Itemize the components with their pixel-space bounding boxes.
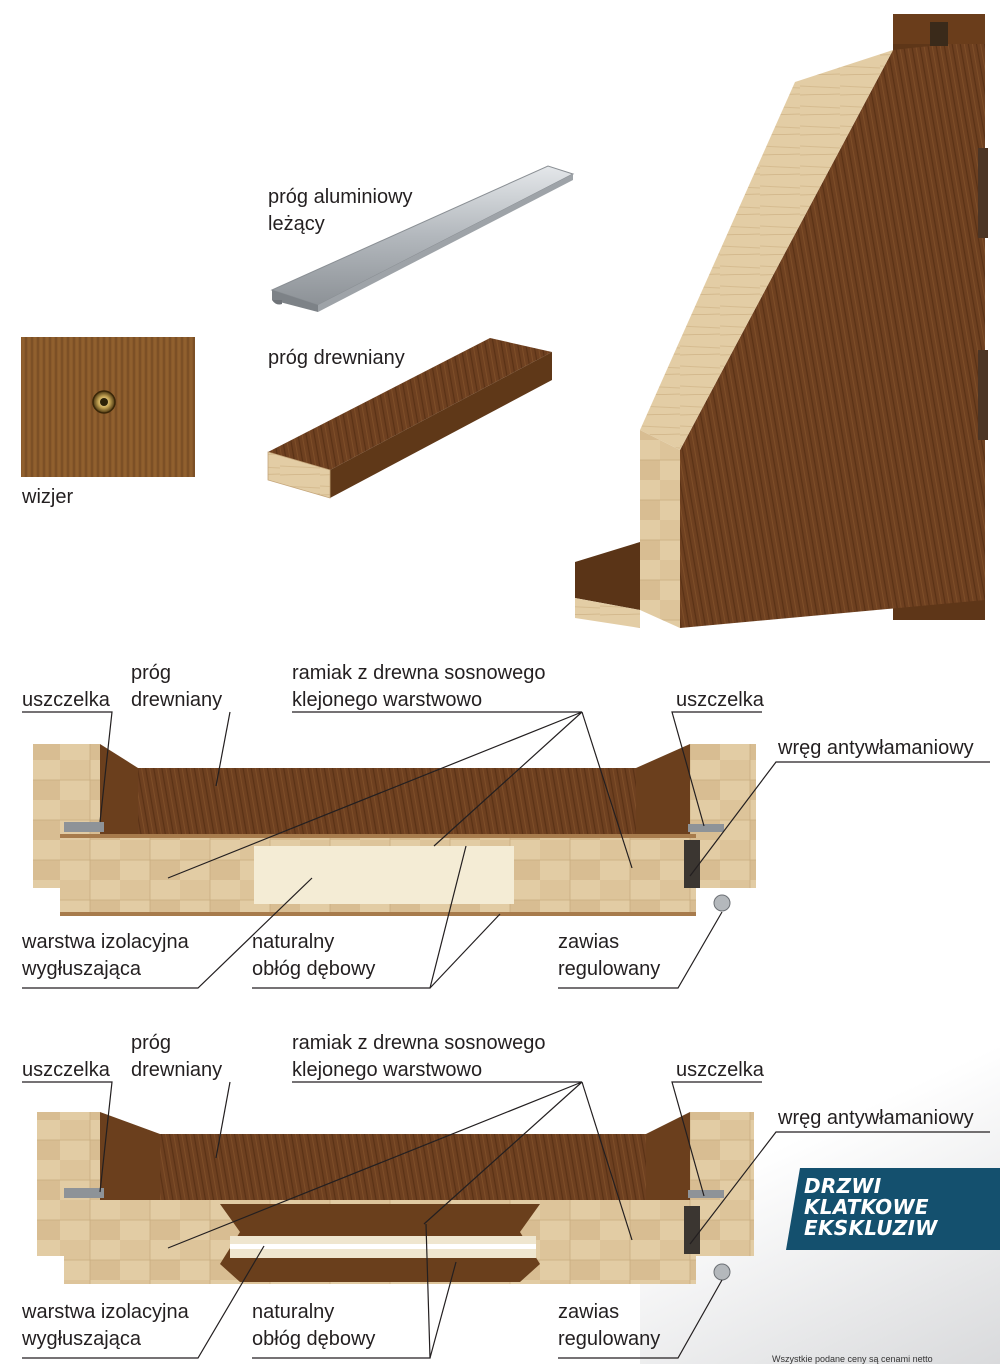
label-frame: ramiak z drewna sosnowego klejonego wars… — [292, 662, 546, 711]
label-peephole: wizjer — [22, 486, 74, 508]
hinge-icon — [978, 148, 988, 238]
cross-section-1 — [33, 744, 756, 916]
label-threshold: próg drewniany — [131, 662, 223, 711]
badge-title: DRZWI KLATKOWE EKSKLUZIW — [804, 1174, 938, 1240]
wooden-threshold-image — [267, 338, 552, 499]
peephole-sample — [21, 337, 195, 477]
label-insulation: warstwa izolacyjna wygłuszająca — [22, 1301, 189, 1350]
label-seal-right: uszczelka — [676, 1059, 764, 1081]
label-anti-burglary: wręg antywłamaniowy — [778, 737, 974, 759]
label-wooden-threshold: próg drewniany — [268, 347, 405, 369]
hinge-icon — [713, 894, 731, 912]
leader-lines-2 — [22, 1081, 990, 1359]
label-hinge: zawias regulowany — [558, 931, 661, 980]
label-oak-veneer: naturalny obłóg dębowy — [252, 1301, 376, 1350]
label-hinge: zawias regulowany — [558, 1301, 661, 1350]
hinge-icon — [978, 350, 988, 440]
label-seal-left: uszczelka — [22, 689, 110, 711]
label-threshold: próg drewniany — [131, 1032, 223, 1081]
label-oak-veneer: naturalny obłóg dębowy — [252, 931, 376, 980]
product-badge — [786, 1168, 1000, 1250]
label-seal-right: uszczelka — [676, 689, 764, 711]
door-corner-image — [575, 14, 988, 628]
badge-background — [786, 1168, 1000, 1250]
cross-section-2 — [37, 1112, 754, 1284]
aluminium-threshold-image — [270, 165, 575, 312]
price-footnote: Wszystkie podane ceny są cenami netto — [772, 1354, 933, 1364]
label-insulation: warstwa izolacyjna wygłuszająca — [22, 931, 189, 980]
label-anti-burglary: wręg antywłamaniowy — [778, 1107, 974, 1129]
label-aluminium-threshold: próg aluminiowy leżący — [268, 186, 413, 235]
label-frame: ramiak z drewna sosnowego klejonego wars… — [292, 1032, 546, 1081]
hinge-icon — [713, 1263, 731, 1281]
leader-lines-1 — [22, 711, 990, 989]
label-seal-left: uszczelka — [22, 1059, 110, 1081]
